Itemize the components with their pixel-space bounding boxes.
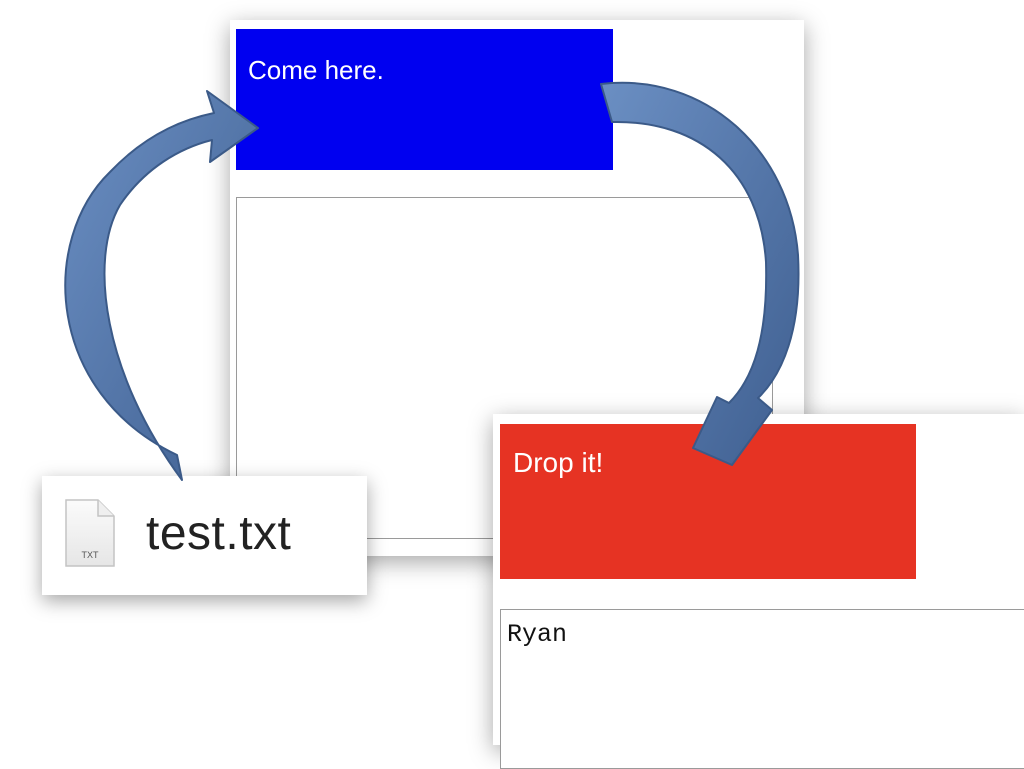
drop-zone-drop-it[interactable]: Drop it! (500, 424, 916, 579)
file-name: test.txt (146, 507, 292, 560)
drop-zone-label: Drop it! (513, 447, 604, 478)
file-item[interactable]: TXT test.txt (42, 476, 367, 595)
drop-zone-come-here[interactable]: Come here. (236, 29, 613, 170)
bottom-window-panel: Drop it! Ryan (493, 414, 1024, 769)
drop-zone-label: Come here. (248, 55, 384, 85)
text-file-icon: TXT (65, 499, 115, 567)
bottom-textarea[interactable]: Ryan (500, 609, 1024, 769)
file-icon-label: TXT (82, 550, 100, 560)
